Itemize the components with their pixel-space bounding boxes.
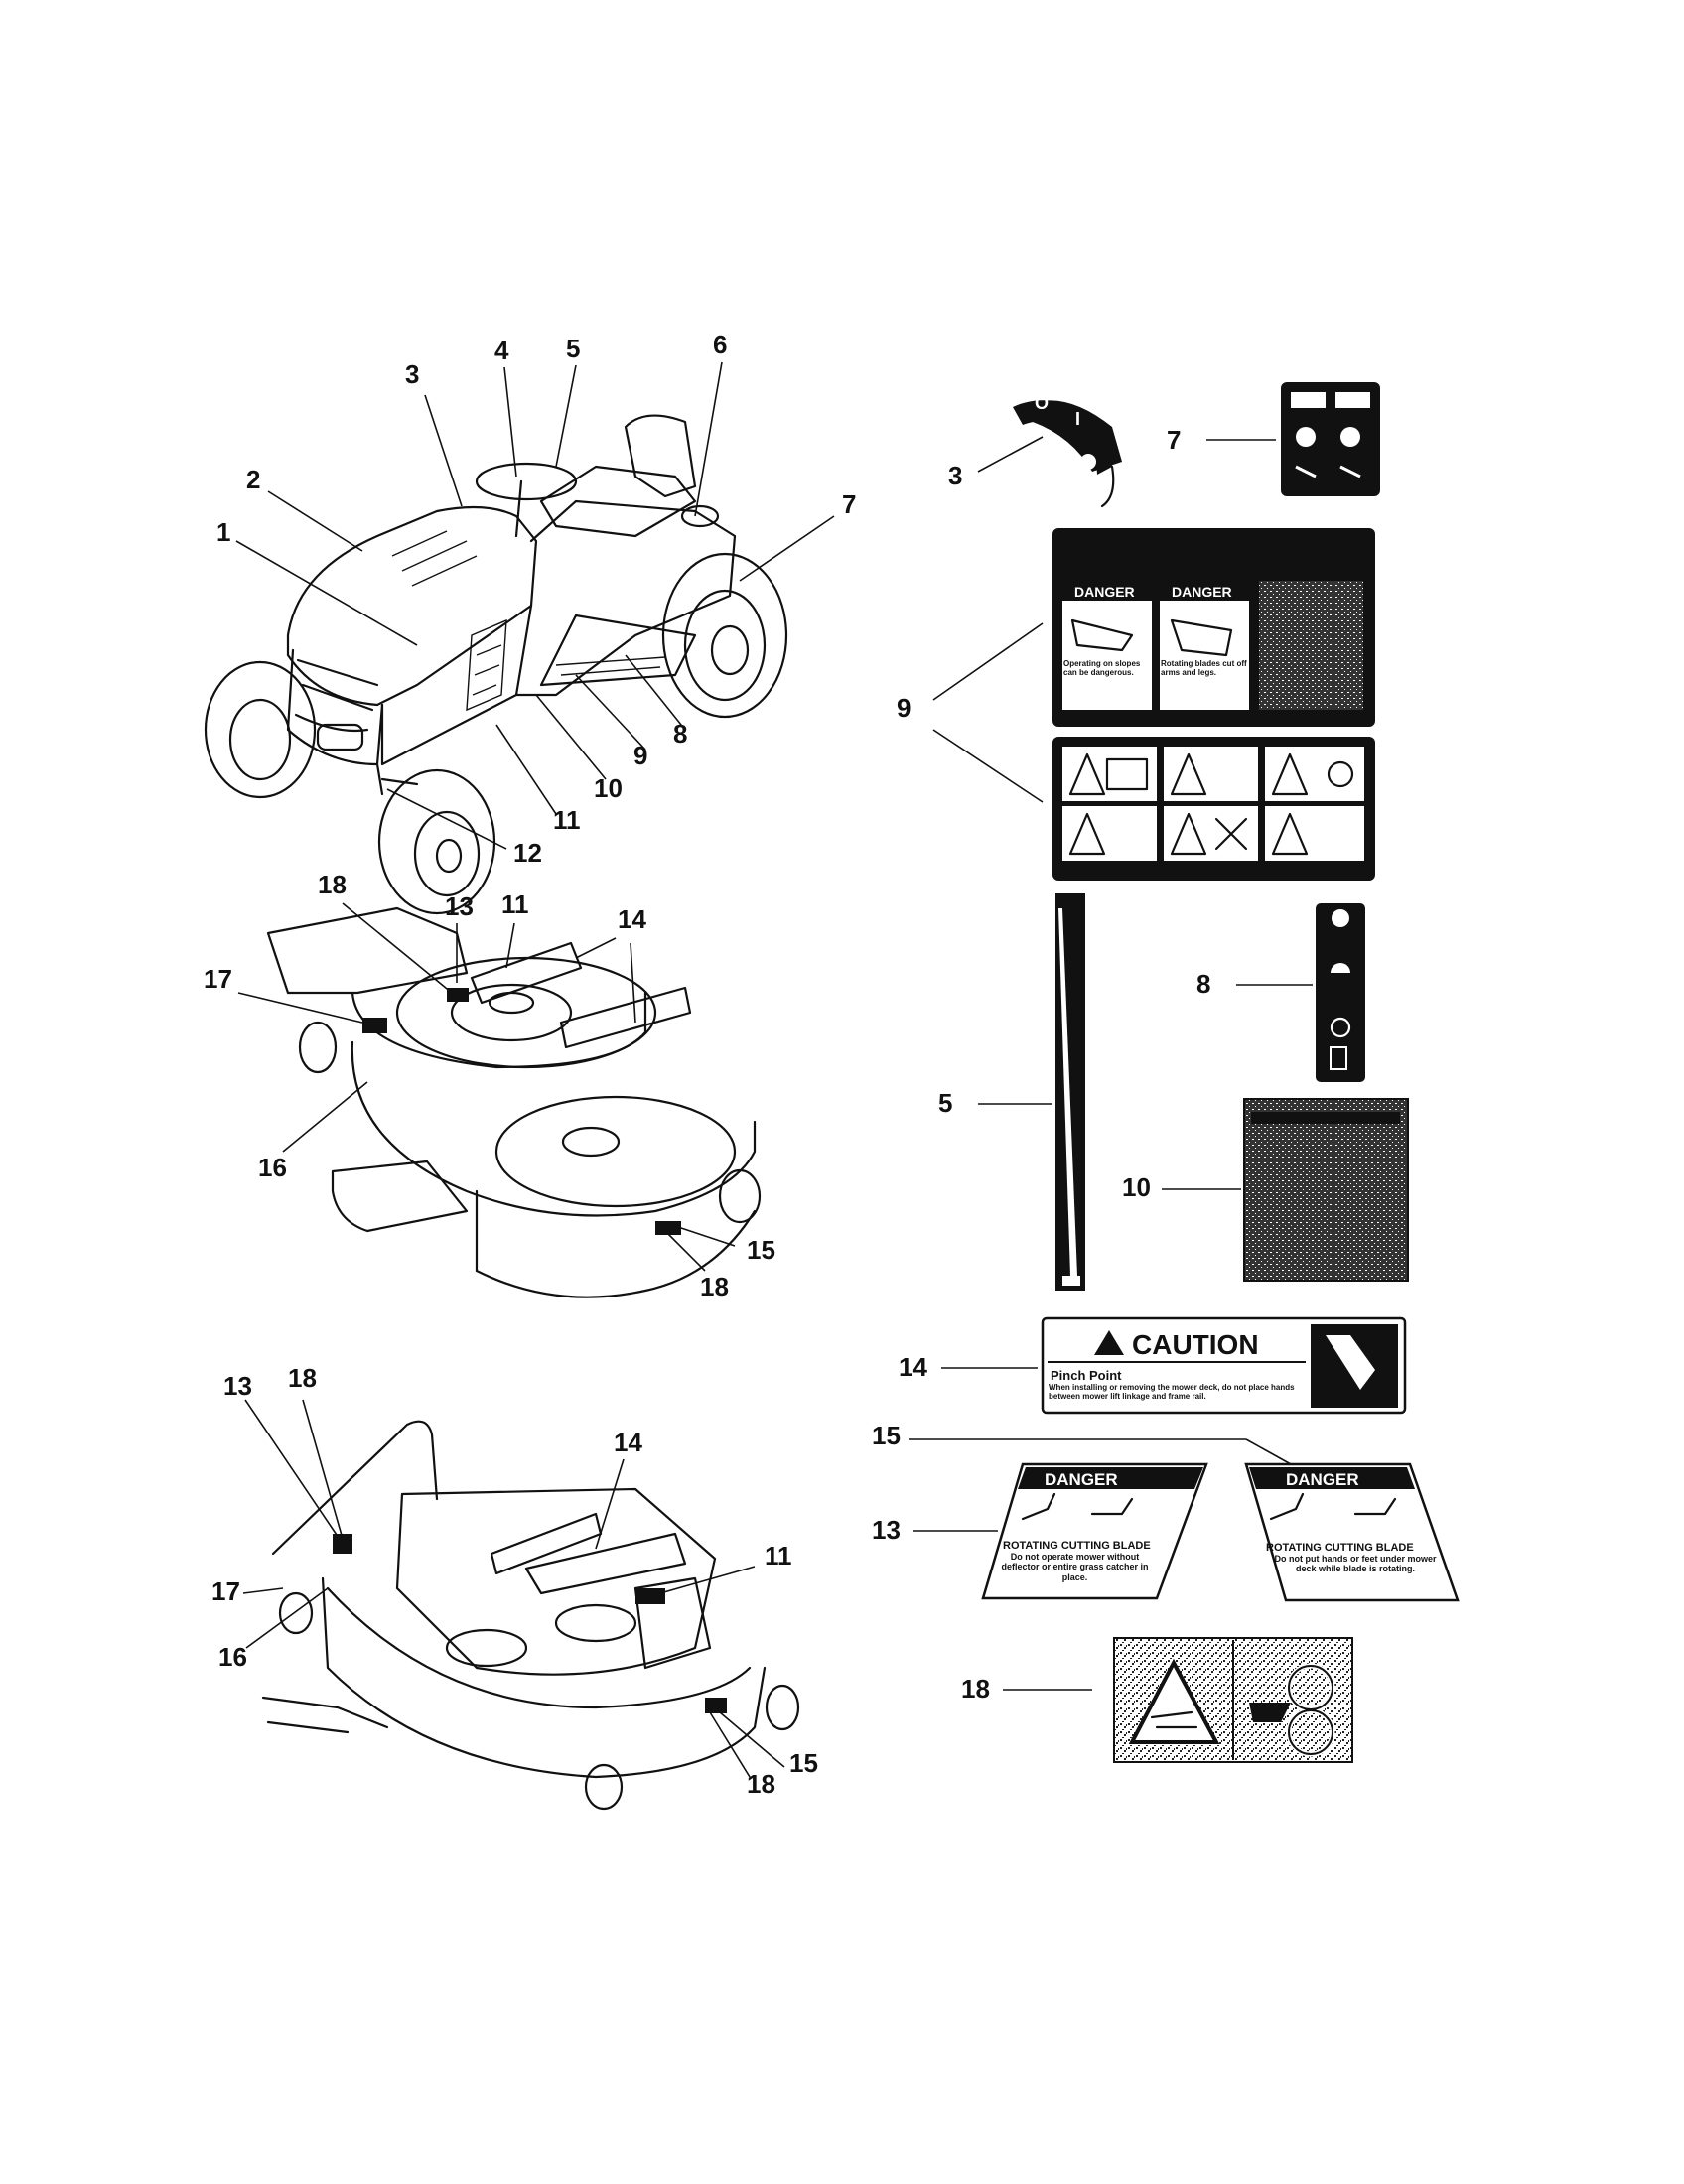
decal-14-subheading: Pinch Point [1051, 1368, 1122, 1383]
callout-deck-lower-16: 16 [218, 1642, 247, 1672]
callout-decal-18: 18 [961, 1674, 990, 1704]
decal-14-caution: CAUTION Pinch Point When installing or r… [1041, 1316, 1407, 1415]
decal-9-warning-panel: DANGER DANGER Operating on slopes can be… [1052, 528, 1375, 727]
callout-tractor-2: 2 [246, 465, 260, 494]
callout-decal-9: 9 [897, 693, 911, 723]
decal-13-body: Do not operate mower without deflector o… [1001, 1552, 1149, 1582]
decal-9-danger-left: DANGER [1074, 584, 1135, 600]
decal-5-strip [1055, 893, 1085, 1291]
decal-9-left-caption: Operating on slopes can be dangerous. [1063, 660, 1141, 677]
decal-7-height-control [1281, 382, 1380, 496]
decal-8-fuel-indicator [1316, 903, 1365, 1082]
decal-15-title: ROTATING CUTTING BLADE [1266, 1542, 1414, 1554]
decal-15-danger: DANGER ROTATING CUTTING BLADE Do not put… [1244, 1462, 1460, 1602]
callout-deck-upper-16: 16 [258, 1153, 287, 1182]
callout-deck-lower-11: 11 [765, 1541, 792, 1570]
decal-9-danger-right: DANGER [1172, 584, 1232, 600]
callout-deck-upper-18: 18 [318, 870, 347, 899]
callout-decal-7: 7 [1167, 425, 1181, 455]
callout-decal-10: 10 [1122, 1172, 1151, 1202]
callout-deck-upper-17: 17 [204, 964, 232, 994]
callout-tractor-4: 4 [494, 336, 509, 365]
decal-13-heading: DANGER [1045, 1470, 1118, 1489]
decal-3-on-label: I [1075, 409, 1080, 429]
callout-tractor-8: 8 [673, 719, 687, 749]
tractor-illustration [204, 414, 788, 915]
callout-deck-upper-11: 11 [501, 889, 529, 919]
callout-decal-14: 14 [899, 1352, 927, 1382]
mower-deck-lower [261, 1420, 800, 1811]
decal-13-title: ROTATING CUTTING BLADE [1003, 1540, 1151, 1552]
mower-deck-upper [266, 906, 762, 1298]
decal-10-text-label [1243, 1098, 1409, 1282]
decal-15-heading: DANGER [1286, 1470, 1359, 1489]
callout-decal-3: 3 [948, 461, 962, 490]
callout-decal-5: 5 [938, 1088, 952, 1118]
decal-14-heading: CAUTION [1132, 1329, 1259, 1360]
decal-14-body: When installing or removing the mower de… [1049, 1383, 1295, 1402]
callout-deck-upper-14: 14 [618, 904, 646, 934]
decal-13-danger: DANGER ROTATING CUTTING BLADE Do not ope… [981, 1462, 1208, 1600]
callout-deck-lower-18b: 18 [747, 1769, 775, 1799]
callout-decal-8: 8 [1196, 969, 1210, 999]
callout-tractor-5: 5 [566, 334, 580, 363]
decal-9-right-caption: Rotating blades cut off arms and legs. [1161, 660, 1247, 677]
callout-deck-lower-18: 18 [288, 1363, 317, 1393]
callout-tractor-11: 11 [553, 805, 581, 835]
callout-deck-upper-13: 13 [445, 891, 474, 921]
callout-deck-upper-15: 15 [747, 1235, 775, 1265]
decal-9-icon-panel [1052, 737, 1375, 881]
callout-tractor-9: 9 [633, 741, 647, 770]
callout-decal-13: 13 [872, 1515, 901, 1545]
callout-deck-lower-13: 13 [223, 1371, 252, 1401]
decal-18-hand-warning [1113, 1637, 1353, 1763]
decal-15-body: Do not put hands or feet under mower dec… [1274, 1554, 1437, 1574]
callout-deck-lower-14: 14 [614, 1428, 642, 1457]
decal-3-off-label: O [1035, 393, 1049, 413]
callout-deck-lower-15: 15 [789, 1748, 818, 1778]
callout-tractor-3: 3 [405, 359, 419, 389]
callout-tractor-12: 12 [513, 838, 542, 868]
callout-tractor-1: 1 [216, 517, 230, 547]
callout-deck-lower-17: 17 [211, 1576, 240, 1606]
leader-lines [235, 361, 1313, 1778]
callout-numbers: 1 2 3 4 5 6 7 8 9 10 11 12 18 13 11 14 1… [204, 330, 1210, 1799]
callout-tractor-10: 10 [594, 773, 623, 803]
decal-3-ignition: O I [1013, 393, 1122, 508]
callout-decal-15: 15 [872, 1421, 901, 1450]
callout-deck-upper-18b: 18 [700, 1272, 729, 1301]
callout-tractor-7: 7 [842, 489, 856, 519]
callout-tractor-6: 6 [713, 330, 727, 359]
